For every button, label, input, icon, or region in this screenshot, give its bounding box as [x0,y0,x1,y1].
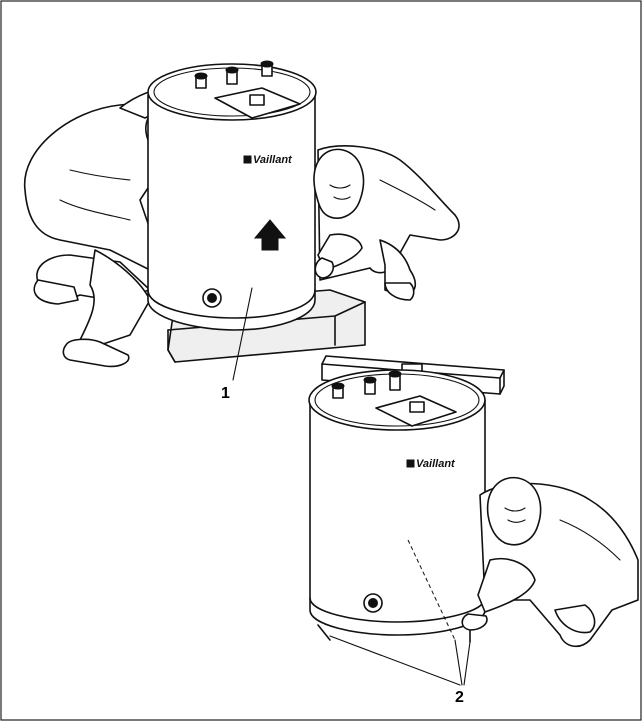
scene-lifting-from-pallet: Vaillant [25,61,459,366]
callout-label-2: 2 [455,689,464,706]
callout-label-1: 1 [221,385,230,402]
brand-logo-2: Vaillant [416,458,456,470]
callout-2: 2 [330,636,470,706]
worker-right [314,146,459,300]
storage-tank-bottom: Vaillant [309,370,485,642]
brand-logo: Vaillant [253,154,293,166]
worker-bottom-right [462,478,638,647]
scene-tipping-tank: Vaillant [309,356,638,646]
storage-tank-top: Vaillant [148,61,316,330]
